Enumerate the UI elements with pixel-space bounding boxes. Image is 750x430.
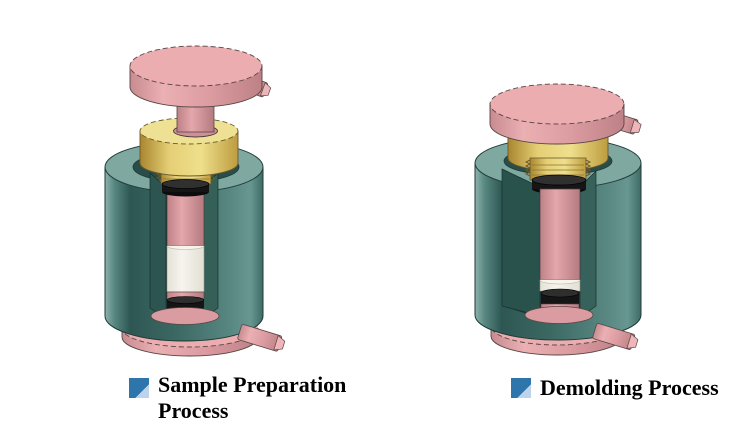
bottom-handle-pin <box>237 324 286 352</box>
mold-assembly-compressed <box>474 83 642 356</box>
caption-text: Demolding Process <box>540 375 719 401</box>
cut-face-right <box>201 172 219 320</box>
cut-face-left <box>501 168 541 317</box>
sample-material <box>166 245 205 293</box>
cut-face-right <box>579 170 597 318</box>
mold-assembly-extended <box>104 45 286 357</box>
piston-rod-upper <box>166 191 205 247</box>
top-cap-disc <box>489 83 642 145</box>
caption-line-2: Process <box>158 398 229 423</box>
piston-rod-long <box>539 188 581 281</box>
blue-square-bullet-icon <box>129 378 149 398</box>
caption-demolding: Demolding Process <box>511 375 719 401</box>
blue-square-bullet-icon <box>511 378 531 398</box>
caption-line-1: Demolding Process <box>540 375 719 400</box>
lower-o-ring-seal <box>541 293 579 304</box>
cut-face-left <box>149 172 167 320</box>
upper-o-ring-seal <box>161 179 210 197</box>
bottom-handle-pin <box>592 323 639 350</box>
cavity-floor <box>524 306 594 324</box>
top-cap-disc <box>129 45 272 108</box>
caption-line-1: Sample Preparation <box>158 372 347 397</box>
cavity-floor <box>150 307 220 325</box>
lower-o-ring-seal <box>167 300 204 309</box>
